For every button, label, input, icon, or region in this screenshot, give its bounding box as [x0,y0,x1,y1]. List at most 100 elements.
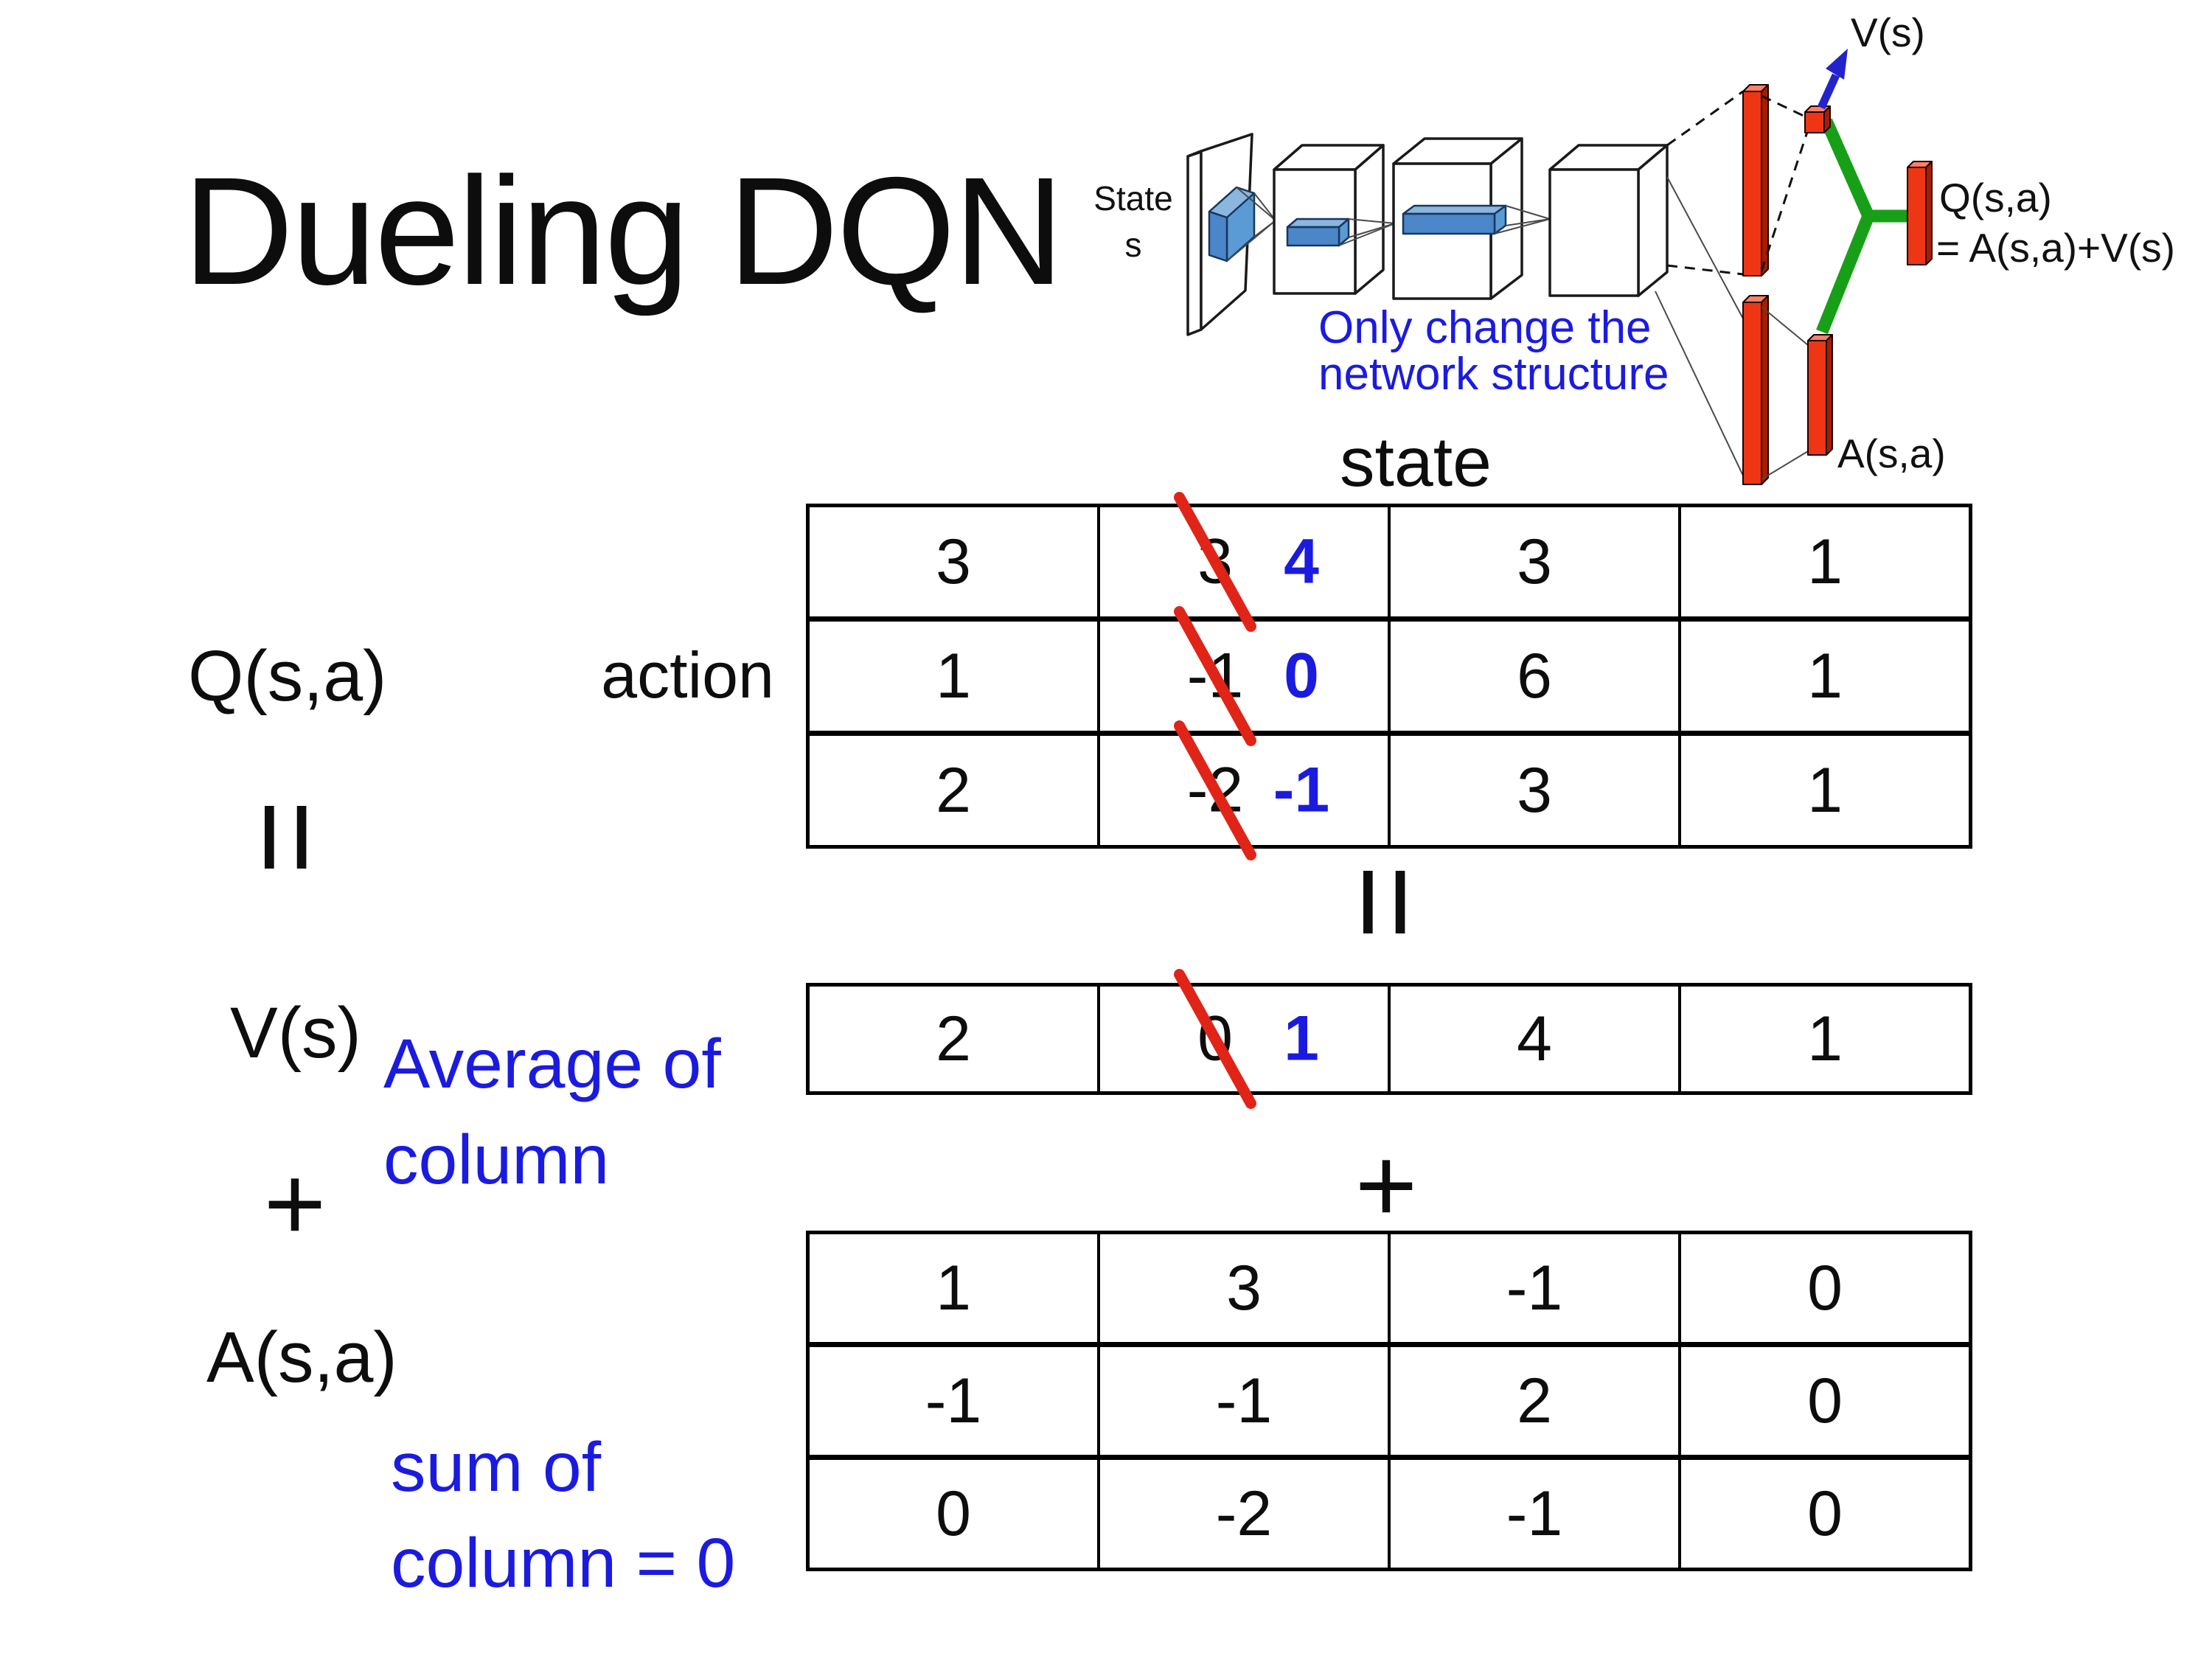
strikethrough-line [1172,967,1259,1111]
table-cell: 1 [810,622,1097,731]
table-cell: 1 [810,1234,1097,1342]
table-row: 2 01 4 1 [810,967,1969,1111]
equals-sign-left: = [215,773,359,902]
table-cell: 2 [810,736,1097,845]
cell-value: 3 [1226,1252,1262,1324]
table-cell: 1 [1678,507,1969,616]
dueling-network-diagram: State s [1093,10,2175,485]
new-value: -1 [1273,754,1330,826]
diagram-s-label: s [1125,226,1142,264]
table-cell: 0 [1678,1460,1969,1568]
average-of-column-note: Average of column [383,1016,721,1208]
value-arrow [1817,49,1848,110]
cell-value: 6 [1517,640,1552,712]
value-stream-bar [1742,84,1769,276]
cell-value: 3 [1517,754,1552,826]
note-line: column = 0 [391,1524,736,1603]
table-cell: 3 [1388,507,1678,616]
q-output-bar [1907,161,1933,265]
note-line: sum of [391,1428,602,1506]
new-value: 1 [1284,1003,1319,1074]
q-term-label: Q(s,a) [188,636,387,716]
combine-link-top [1820,118,1874,219]
table-cell: 3 [1388,736,1678,845]
diagram-v-label: V(s) [1851,10,1925,55]
cell-value: -1 [1215,1365,1273,1436]
table-cell: -1 [1388,1234,1678,1342]
table-row: 0 -2 -1 0 [810,1455,1969,1568]
table-cell: 0 [1678,1347,1969,1455]
table-cell: 1 [1678,987,1969,1091]
cell-value: -1 [925,1365,982,1436]
diagram-a-label: A(s,a) [1837,431,1946,476]
cell-value: 1 [1807,526,1843,597]
table-cell: -2-1 [1097,718,1388,863]
cell-value: 1 [1807,754,1843,826]
cell-value: 3 [936,526,971,597]
plus-sign-center: + [1354,1125,1418,1245]
cell-value: 3 [1517,526,1552,597]
cell-value: -1 [1506,1252,1563,1324]
cell-value: 4 [1517,1003,1552,1074]
state-axis-label: state [1340,423,1492,501]
cell-value: -2 [1215,1478,1273,1549]
cell-value: 1 [936,1252,971,1324]
cell-value: 1 [1807,640,1843,712]
cell-value: 2 [1517,1365,1552,1436]
cell-value: 2 [936,754,971,826]
advantage-stream-bar [1742,295,1769,485]
table-cell: -1 [810,1347,1097,1455]
rotated-equals: = [215,799,359,875]
sum-of-column-note: sum of column = 0 [391,1419,735,1611]
table-cell: -1 [1388,1460,1678,1568]
table-cell: 1 [1678,622,1969,731]
table-cell: 01 [1097,967,1388,1111]
diagram-q-label: Q(s,a) [1939,175,2052,220]
cell-value: 1 [936,640,971,712]
table-cell: 0 [1678,1234,1969,1342]
cell-value: 2 [936,1003,971,1074]
table-row: 1 -10 6 1 [810,604,1969,748]
rotated-equals: = [1313,864,1458,940]
table-cell: -1 [1097,1347,1388,1455]
table-cell: -10 [1097,604,1388,748]
diagram-note-line2: network structure [1318,349,1669,400]
cell-value: 0 [1807,1252,1843,1324]
table-cell: 4 [1388,987,1678,1091]
strikethrough-line [1172,718,1259,863]
v-table: 2 01 4 1 [806,967,1972,1111]
cell-value: 1 [1807,1003,1843,1074]
table-cell: 2 [810,987,1097,1091]
action-axis-label: action [601,639,774,712]
equals-sign-center: = [1314,838,1458,967]
conv-layer2-feature [1402,204,1507,235]
cell-value: 0 [936,1478,971,1549]
note-line: Average of [383,1025,721,1103]
new-value: 4 [1284,526,1319,597]
value-output-node [1804,105,1831,133]
cell-value: 0 [1807,1478,1843,1549]
table-cell: 1 [1678,736,1969,845]
note-line: column [383,1121,610,1200]
v-term-label: V(s) [230,992,361,1073]
table-cell: 3 [810,507,1097,616]
page-title: Dueling DQN [183,146,1064,317]
table-cell: 34 [1097,490,1388,634]
diagram-note-line1: Only change the [1318,302,1652,353]
table-cell: 0 [810,1460,1097,1568]
diagram-state-label: State [1093,179,1172,218]
conv-layer1-feature [1286,218,1350,247]
table-cell: 2 [1388,1347,1678,1455]
new-value: 0 [1284,640,1319,712]
table-row: 1 3 -1 0 [810,1234,1969,1342]
diagram-q-formula: = A(s,a)+V(s) [1936,225,2175,271]
table-cell: 6 [1388,622,1678,731]
conv-layer1-box [1273,144,1385,295]
table-row: 3 34 3 1 [810,490,1969,634]
table-cell: -2 [1097,1460,1388,1568]
hidden-layer-box [1548,144,1669,297]
plus-sign-left: + [263,1144,327,1263]
